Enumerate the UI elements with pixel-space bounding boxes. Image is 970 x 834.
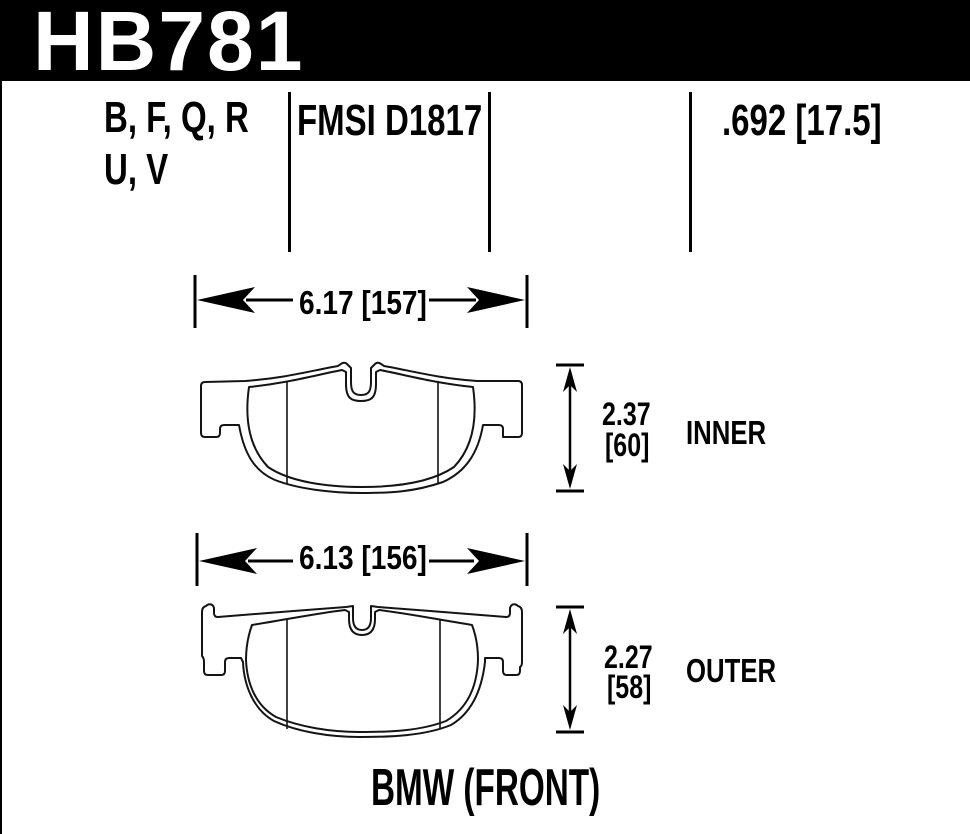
left-arrowhead-icon — [199, 548, 257, 574]
spec-divider-1 — [288, 92, 291, 252]
outer-height-in: 2.27 — [604, 639, 653, 675]
header-bar: HB781 — [0, 0, 970, 88]
inner-pad-friction-outline — [246, 369, 476, 488]
outer-pad-label: OUTER — [686, 652, 777, 689]
outer-pad-friction-outline — [245, 609, 479, 733]
compound-codes: B, F, Q, R U, V — [104, 92, 249, 196]
up-arrowhead-icon — [563, 367, 577, 392]
down-arrowhead-icon — [563, 705, 577, 730]
outer-pad-drawing — [201, 603, 523, 738]
inner-width-value: 6.17 [157] — [299, 284, 427, 321]
inner-height-dimension-arrow — [556, 363, 584, 493]
inner-height-mm: [60] — [605, 427, 650, 463]
up-arrowhead-icon — [563, 609, 577, 634]
spec-divider-3 — [689, 92, 692, 252]
outer-width-dimension-arrow — [195, 533, 529, 586]
outer-height-mm: [58] — [607, 669, 652, 705]
vehicle-application: BMW (FRONT) — [371, 759, 601, 817]
inner-pad-backplate-outline — [200, 361, 523, 494]
right-arrowhead-icon — [467, 548, 525, 574]
compound-codes-line1: B, F, Q, R — [104, 93, 249, 142]
inner-width-dimension-arrow — [193, 275, 529, 328]
spec-divider-2 — [488, 92, 491, 252]
inner-pad-drawing — [200, 361, 523, 494]
outer-height-dimension-arrow — [556, 605, 584, 734]
left-arrowhead-icon — [197, 287, 255, 313]
compound-codes-line2: U, V — [104, 145, 169, 194]
fmsi-number: FMSI D1817 — [297, 96, 483, 145]
part-number: HB781 — [33, 0, 305, 88]
page-edge-line — [0, 81, 2, 834]
outer-pad-backplate-outline — [201, 603, 523, 738]
inner-pad-label: INNER — [686, 414, 767, 451]
down-arrowhead-icon — [563, 464, 577, 489]
inner-height-in: 2.37 — [602, 396, 651, 432]
outer-width-value: 6.13 [156] — [299, 539, 427, 576]
pad-thickness: .692 [17.5] — [722, 96, 882, 145]
right-arrowhead-icon — [467, 287, 525, 313]
